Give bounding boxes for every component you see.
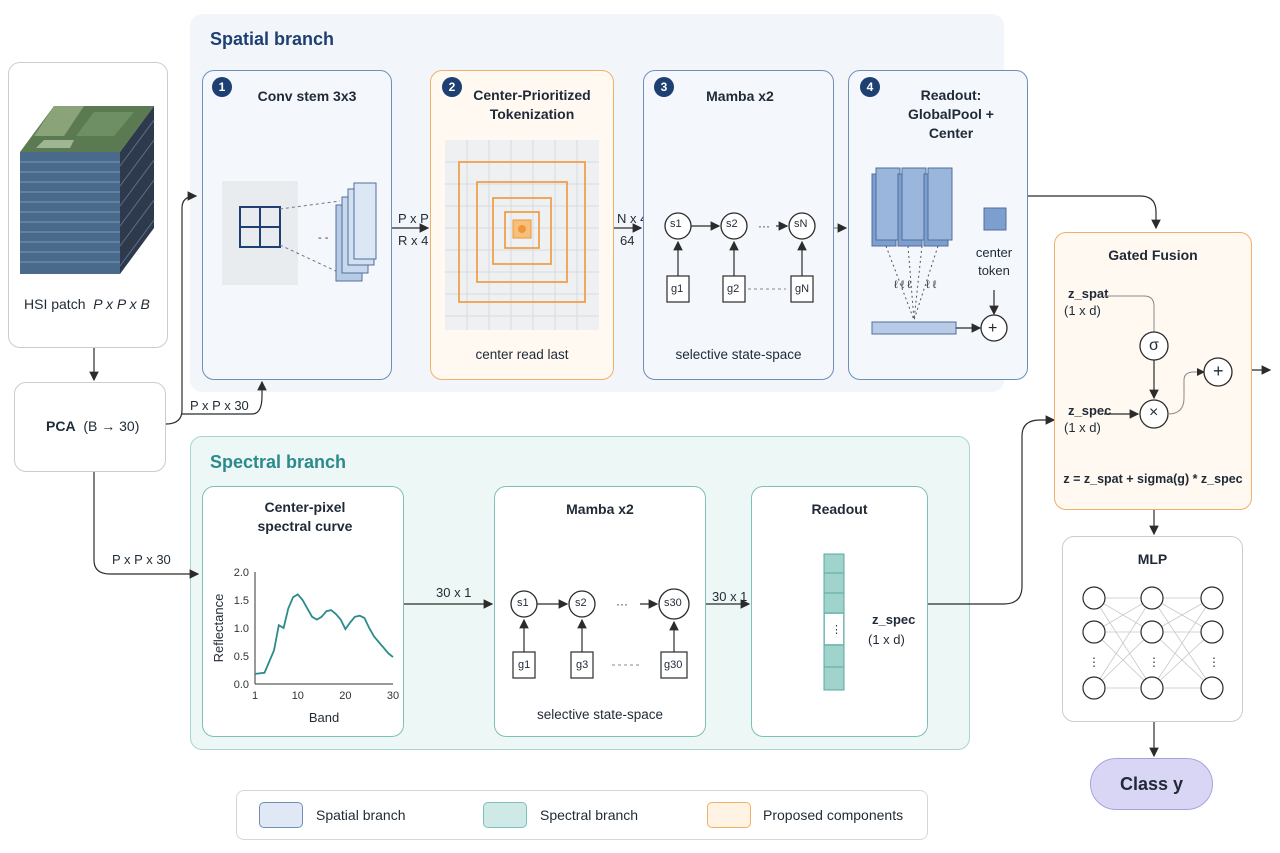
spectral-readout-title: Readout <box>811 501 868 517</box>
spatial-gate-1: g1 <box>671 283 684 295</box>
pca-to-spectral-label: P x P x 30 <box>112 552 171 567</box>
spatial-state-2: s2 <box>726 218 738 230</box>
y-tick-label: 1.0 <box>234 623 249 635</box>
legend-swatch-spectral <box>483 802 527 828</box>
svg-text:⋮: ⋮ <box>831 624 842 636</box>
hsi-cube-image <box>20 106 155 274</box>
center-spiral-grid <box>445 140 599 330</box>
stem-output-dim-2: R x 4 <box>398 233 429 248</box>
legend-box <box>236 790 928 840</box>
spatial-readout-title: Readout: GlobalPool + Center <box>908 87 994 141</box>
hsi-patch-label: HSI patch P x P x B <box>24 296 150 312</box>
gated-fusion-title: Gated Fusion <box>1108 247 1198 263</box>
z-spat-dims: (1 x d) <box>1064 303 1101 318</box>
spectral-curve-line <box>254 593 394 675</box>
step-2-badge: 2 <box>442 77 462 97</box>
mlp-title: MLP <box>1137 551 1168 567</box>
x-tick-label: 1 <box>252 690 258 702</box>
spectral-state-30: s30 <box>664 597 682 609</box>
tokens-dim-1: N x 4 <box>617 211 648 226</box>
y-tick-label: 1.5 <box>234 595 249 607</box>
legend-label-spatial: Spatial branch <box>316 807 406 823</box>
center-token-label: center token <box>975 245 1013 278</box>
fusion-formula: z = z_spat + sigma(g) * z_spec <box>1063 472 1243 486</box>
spectral-readout-z-label: z_spec <box>872 612 916 627</box>
legend-swatch-proposed <box>707 802 751 828</box>
pca-box <box>14 382 166 472</box>
spectral-gate-3: g3 <box>576 659 589 671</box>
spectral-readout-dims: (1 x d) <box>868 632 905 647</box>
spectral-gate-1: g1 <box>518 659 531 671</box>
readout-illustration: ℓ ℓ ℓ ℓ ℓ + <box>871 167 1008 342</box>
mlp-network: ⋮ ⋮ ⋮ <box>1082 586 1224 700</box>
spatial-state-1: s1 <box>670 218 682 230</box>
conv-stem-illustration: - - <box>222 181 377 285</box>
x-tick-label: 20 <box>339 690 351 702</box>
z-spec-dims: (1 x d) <box>1064 420 1101 435</box>
spatial-state-n: sN <box>794 218 808 230</box>
pca-detail: (B → 30) <box>83 418 140 434</box>
stem-output-dim-1: P x P <box>398 211 429 226</box>
z-spec-label: z_spec <box>1068 403 1112 418</box>
pca-to-spatial-label: P x P x 30 <box>190 398 249 413</box>
y-tick-label: 0.5 <box>234 651 249 663</box>
y-tick-label: 0.0 <box>234 679 249 691</box>
y-axis-label: Reflectance <box>211 594 226 663</box>
times-symbol: × <box>1149 404 1159 421</box>
spatial-mamba-title: Mamba x2 <box>706 88 774 104</box>
legend-label-proposed: Proposed components <box>763 807 904 823</box>
svg-text:ℓ ℓ: ℓ ℓ <box>926 279 937 291</box>
spectral-mamba-caption: selective state-space <box>536 707 664 722</box>
svg-text:···: ··· <box>616 597 628 611</box>
x-tick-label: 10 <box>292 690 304 702</box>
svg-text:+: + <box>988 320 997 337</box>
step-1-badge: 1 <box>212 77 232 97</box>
spatial-gate-n: gN <box>795 283 810 295</box>
svg-text:···: ··· <box>758 219 770 233</box>
spatial-mamba-caption: selective state-space <box>675 347 802 362</box>
plus-symbol: + <box>1213 361 1224 381</box>
spectral-curve-card <box>202 486 404 737</box>
gated-fusion-graph <box>1104 295 1233 429</box>
spectral-state-1: s1 <box>517 597 529 609</box>
tokenization-caption: center read last <box>475 347 569 362</box>
svg-text:⋮: ⋮ <box>1208 655 1220 669</box>
tokens-dim-2: 64 <box>620 233 635 248</box>
x-axis-label: Band <box>309 710 339 725</box>
spectral-output-dim: 30 x 1 <box>712 589 748 604</box>
pca-label: PCA (B → 30) <box>46 418 139 434</box>
conv-stem-title: Conv stem 3x3 <box>257 88 357 104</box>
spectral-mamba-title: Mamba x2 <box>566 501 634 517</box>
spectral-branch-title: Spectral branch <box>210 452 347 472</box>
x-tick-label: 30 <box>387 690 399 702</box>
z-spat-label: z_spat <box>1068 286 1109 301</box>
hsi-patch-dims: P x P x B <box>93 296 150 312</box>
tokenization-title: Center-Prioritized Tokenization <box>473 87 591 122</box>
pca-title: PCA <box>46 418 76 434</box>
legend-swatch-spatial <box>259 802 303 828</box>
svg-text:- -: - - <box>318 232 329 244</box>
svg-text:ℓ ℓ ℓ: ℓ ℓ ℓ <box>894 279 911 291</box>
spectral-curve-title: Center-pixel spectral curve <box>257 499 353 534</box>
spectral-gate-30: g30 <box>664 659 683 671</box>
spectral-input-dim: 30 x 1 <box>436 585 472 600</box>
spectral-token-column: ⋮ <box>823 553 845 691</box>
sigma-symbol: σ <box>1149 337 1159 354</box>
svg-text:⋮: ⋮ <box>1088 655 1100 669</box>
spatial-branch-title: Spatial branch <box>210 29 335 49</box>
legend-label-spectral: Spectral branch <box>540 807 639 823</box>
spectral-mamba-diagram: ··· <box>510 588 690 679</box>
y-tick-label: 2.0 <box>234 567 249 579</box>
svg-text:⋮: ⋮ <box>1148 655 1160 669</box>
spatial-mamba-diagram: ··· <box>664 212 816 303</box>
step-4-badge: 4 <box>860 77 880 97</box>
class-output-pill: Class y <box>1090 758 1213 810</box>
hsi-patch-text: HSI patch <box>24 296 86 312</box>
spatial-gate-2: g2 <box>727 283 740 295</box>
spectral-state-2: s2 <box>575 597 587 609</box>
step-3-badge: 3 <box>654 77 674 97</box>
